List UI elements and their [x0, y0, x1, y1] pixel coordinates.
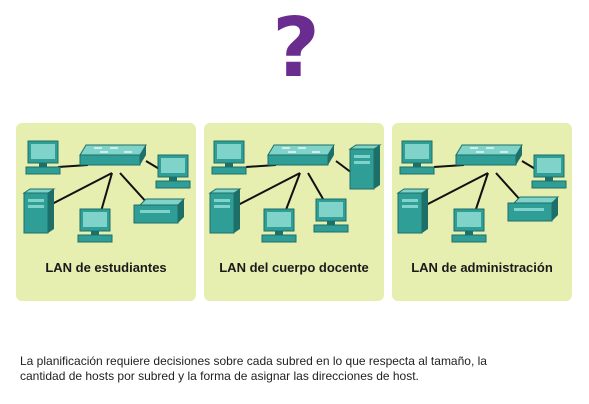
lan-panel-students: LAN de estudiantes: [16, 123, 196, 301]
pc-icon: [211, 140, 247, 175]
pc-icon: [155, 154, 191, 189]
pc-icon: [451, 208, 487, 243]
lan-diagram-faculty: [208, 140, 382, 243]
server-icon: [22, 188, 56, 234]
caption-line: La planificación requiere decisiones sob…: [20, 354, 487, 368]
server-icon: [396, 188, 430, 234]
lan-panel-administration: LAN de administración: [392, 123, 572, 301]
link-line: [49, 172, 113, 206]
lan-label: LAN de administración: [411, 260, 553, 275]
lan-diagram-students: [22, 140, 191, 243]
switch-icon: [79, 144, 147, 166]
caption-line: cantidad de hosts por subred y la forma …: [20, 369, 419, 383]
server-icon: [208, 188, 242, 234]
link-line: [99, 172, 113, 216]
printer-icon: [133, 198, 186, 224]
link-line: [283, 172, 301, 216]
link-line: [237, 172, 301, 206]
question-mark: ?: [272, 1, 320, 96]
lan-label: LAN del cuerpo docente: [219, 260, 369, 275]
link-line: [335, 160, 353, 174]
link-line: [473, 172, 489, 216]
pc-icon: [77, 208, 113, 243]
caption: La planificación requiere decisiones sob…: [20, 354, 580, 384]
link-line: [425, 172, 489, 206]
server-icon: [348, 144, 382, 190]
switch-icon: [455, 144, 523, 166]
pc-icon: [261, 208, 297, 243]
pc-icon: [313, 198, 349, 233]
lan-label: LAN de estudiantes: [45, 260, 167, 275]
pc-icon: [399, 140, 435, 175]
pc-icon: [25, 140, 61, 175]
lan-diagram-administration: [396, 140, 567, 243]
switch-icon: [267, 144, 335, 166]
printer-icon: [507, 196, 560, 222]
lan-panel-faculty: LAN del cuerpo docente: [204, 123, 384, 301]
pc-icon: [531, 154, 567, 189]
